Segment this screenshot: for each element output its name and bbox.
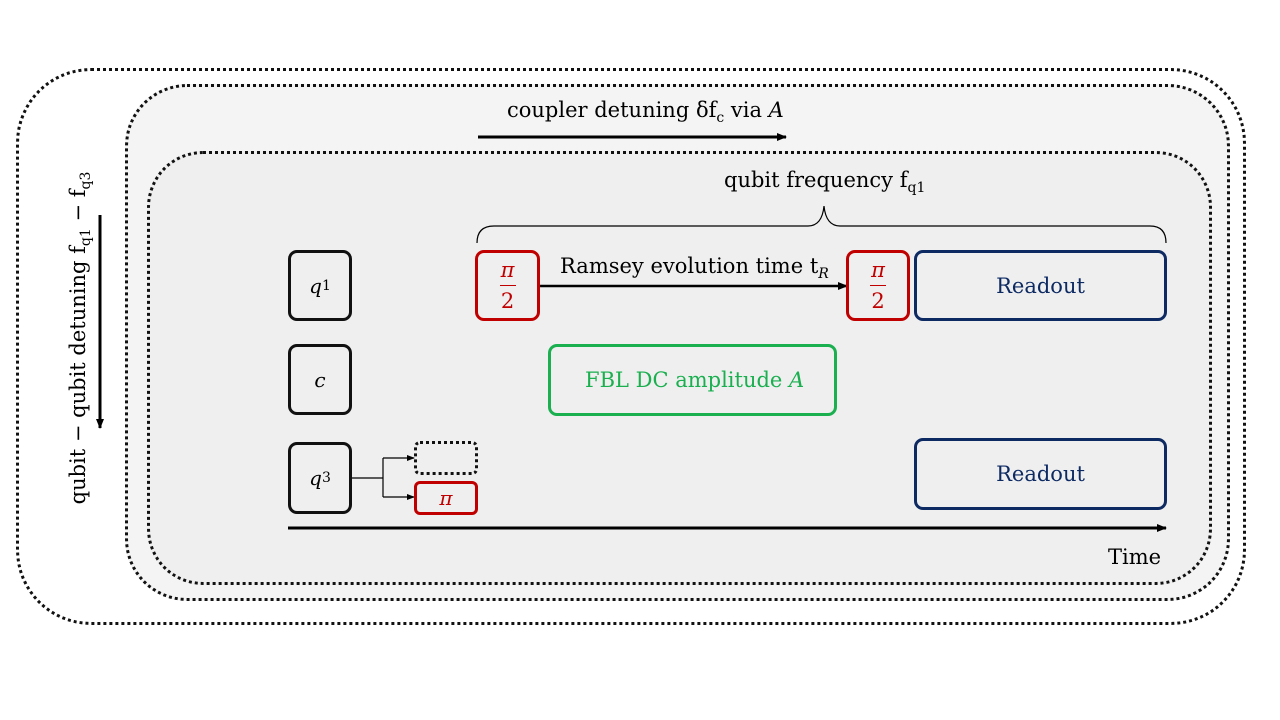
q3-sub: 3: [321, 470, 331, 486]
fbl-dc-amplitude-box: FBL DC amplitude A: [548, 344, 837, 416]
qubit-frequency-label: qubit frequency fq1: [724, 168, 925, 196]
coupler-label: c: [314, 367, 326, 392]
second-pulse-denominator: 2: [871, 288, 885, 313]
qubit-frequency-sub: q1: [907, 180, 926, 197]
q3-readout-box: Readout: [914, 438, 1167, 510]
q3-pi-pulse-label: π: [439, 486, 453, 510]
qubit-frequency-text: qubit frequency f: [724, 168, 908, 192]
ramsey-evolution-label: Ramsey evolution time tR: [560, 254, 829, 282]
q3-pi-pulse-box: π: [414, 481, 478, 515]
coupler-detuning-var: A: [768, 98, 784, 122]
q3-no-pulse-box: [414, 441, 478, 475]
q1-readout-label: Readout: [996, 273, 1085, 298]
qubit-detuning-minus: − f: [65, 189, 90, 229]
q3-label: q: [309, 466, 322, 490]
second-pi-half-pulse: π 2: [846, 250, 910, 321]
q1-readout-box: Readout: [914, 250, 1167, 321]
time-text: Time: [1108, 545, 1162, 569]
fbl-text: FBL DC amplitude: [585, 368, 790, 392]
qubit-detuning-sub2: q3: [78, 171, 95, 190]
first-pulse-denominator: 2: [500, 288, 515, 313]
coupler-detuning-sub: c: [716, 110, 725, 127]
first-pi-half-pulse: π 2: [475, 250, 540, 321]
coupler-detuning-text: coupler detuning δf: [507, 98, 717, 122]
ramsey-text: Ramsey evolution time t: [560, 254, 819, 278]
ramsey-sub: R: [818, 266, 829, 283]
coupler-box: c: [288, 344, 352, 415]
q3-branch-lines: [352, 458, 384, 497]
qubit-detuning-label: qubit − qubit detuning fq1 − fq3: [66, 172, 94, 505]
coupler-detuning-label: coupler detuning δfc via A: [507, 98, 784, 126]
q3-readout-label: Readout: [996, 462, 1085, 486]
qubit-detuning-text: qubit − qubit detuning f: [65, 246, 90, 505]
time-axis-label: Time: [1108, 545, 1161, 569]
coupler-detuning-via: via: [724, 98, 769, 122]
second-pulse-numerator: π: [871, 257, 885, 282]
q1-label: q: [309, 273, 322, 298]
qubit-detuning-sub1: q1: [78, 228, 95, 247]
qubit-frequency-brace: [476, 205, 1167, 244]
fbl-var: A: [789, 368, 805, 392]
q1-sub: 1: [321, 277, 331, 294]
first-pulse-numerator: π: [500, 257, 515, 282]
